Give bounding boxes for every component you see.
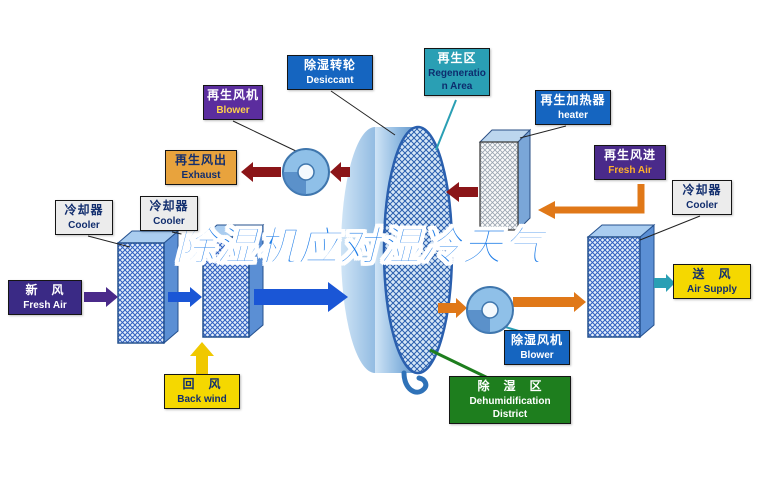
label-cooler-right-zh: 冷却器 bbox=[682, 183, 722, 197]
label-fresh-air-inlet-en: Fresh Air bbox=[23, 299, 67, 311]
arrow-cooler-to-air-supply bbox=[654, 274, 675, 292]
label-regen-fresh-air-zh: 再生风进 bbox=[603, 148, 656, 162]
regen-inlet-duct bbox=[554, 184, 645, 214]
label-regen-heater-en: heater bbox=[557, 109, 588, 121]
label-regen-blower: 再生风机 Blower bbox=[203, 85, 263, 120]
label-cooler-left-outer-en: Cooler bbox=[68, 219, 100, 231]
label-regen-heater: 再生加热器 heater bbox=[535, 90, 611, 125]
label-fresh-air-inlet: 新 风 Fresh Air bbox=[8, 280, 82, 315]
arrow-fan-to-right-cooler bbox=[513, 292, 586, 312]
label-desiccant-zh: 除湿转轮 bbox=[303, 58, 356, 72]
label-fresh-air-inlet-zh: 新 风 bbox=[25, 283, 65, 297]
cooler-box-left-inner bbox=[201, 223, 265, 339]
arrow-regen-fan-to-exhaust bbox=[241, 162, 281, 182]
heater-panel bbox=[478, 128, 532, 232]
label-cooler-left-inner-zh: 冷却器 bbox=[149, 199, 189, 213]
arrow-heater-to-wheel bbox=[446, 182, 478, 202]
label-dehumid-district-en2: District bbox=[492, 408, 528, 420]
regen-fan bbox=[282, 148, 330, 196]
label-regen-fresh-air-en: Fresh Air bbox=[608, 164, 652, 176]
connector-heater bbox=[519, 125, 567, 139]
desiccant-wheel bbox=[341, 125, 454, 395]
connector-regeneration-area bbox=[435, 99, 457, 151]
label-regen-blower-en: Blower bbox=[216, 104, 250, 116]
connector-cooler-left-inner bbox=[171, 231, 215, 242]
label-back-wind-en: Back wind bbox=[177, 393, 227, 405]
cooler-box-right bbox=[586, 223, 656, 339]
label-regen-fresh-air: 再生风进 Fresh Air bbox=[594, 145, 666, 180]
connector-regen-blower bbox=[232, 120, 299, 153]
label-cooler-right: 冷却器 Cooler bbox=[672, 180, 732, 215]
arrow-fresh-air-in bbox=[84, 287, 118, 307]
label-air-supply-zh: 送 风 bbox=[692, 267, 732, 281]
connector-dehumid-district bbox=[429, 348, 489, 380]
label-regen-exhaust-en: Exhaust bbox=[181, 169, 221, 181]
label-regeneration-area-zh: 再生区 bbox=[437, 51, 477, 65]
connector-cooler-right bbox=[639, 215, 701, 241]
label-regen-exhaust-zh: 再生风出 bbox=[174, 153, 227, 167]
arrow-wheel-to-supply-fan bbox=[438, 298, 467, 318]
label-regen-heater-zh: 再生加热器 bbox=[540, 93, 606, 107]
label-dehumid-blower-en: Blower bbox=[520, 349, 554, 361]
connector-desiccant bbox=[330, 90, 396, 136]
wheel-bottom-tab bbox=[401, 370, 429, 395]
label-regen-blower-zh: 再生风机 bbox=[207, 88, 260, 102]
label-dehumid-district: 除 湿 区 Dehumidification District bbox=[449, 376, 571, 424]
label-cooler-left-inner: 冷却器 Cooler bbox=[140, 196, 198, 231]
label-connectors bbox=[87, 90, 701, 248]
label-regeneration-area: 再生区 Regeneration Area bbox=[424, 48, 490, 96]
arrow-wheel-to-regen-fan bbox=[330, 162, 350, 182]
label-dehumid-blower-zh: 除湿风机 bbox=[510, 333, 563, 347]
arrow-into-wheel bbox=[254, 282, 348, 312]
label-regeneration-area-en: Regeneration Area bbox=[428, 67, 486, 92]
label-air-supply: 送 风 Air Supply bbox=[673, 264, 751, 299]
label-back-wind-zh: 回 风 bbox=[182, 377, 222, 391]
connector-cooler-left-outer bbox=[87, 235, 131, 248]
label-dehumid-district-en1: Dehumidification bbox=[469, 395, 551, 407]
arrow-back-wind-up bbox=[190, 342, 214, 374]
label-cooler-right-en: Cooler bbox=[686, 199, 718, 211]
label-desiccant: 除湿转轮 Desiccant bbox=[287, 55, 373, 90]
label-regen-exhaust: 再生风出 Exhaust bbox=[165, 150, 237, 185]
label-cooler-left-outer: 冷却器 Cooler bbox=[55, 200, 113, 235]
label-back-wind: 回 风 Back wind bbox=[164, 374, 240, 409]
supply-fan bbox=[466, 286, 514, 334]
arrow-between-coolers bbox=[168, 287, 202, 307]
label-cooler-left-inner-en: Cooler bbox=[153, 215, 185, 227]
label-desiccant-en: Desiccant bbox=[306, 74, 354, 86]
arrow-regen-inlet-to-heater bbox=[538, 201, 555, 219]
label-dehumid-district-zh: 除 湿 区 bbox=[477, 379, 543, 393]
cooler-box-left-outer bbox=[116, 229, 180, 345]
label-dehumid-blower: 除湿风机 Blower bbox=[504, 330, 570, 365]
label-cooler-left-outer-zh: 冷却器 bbox=[64, 203, 104, 217]
watermark-title: 除湿机应对湿冷天气 bbox=[175, 225, 544, 270]
label-air-supply-en: Air Supply bbox=[686, 283, 737, 295]
